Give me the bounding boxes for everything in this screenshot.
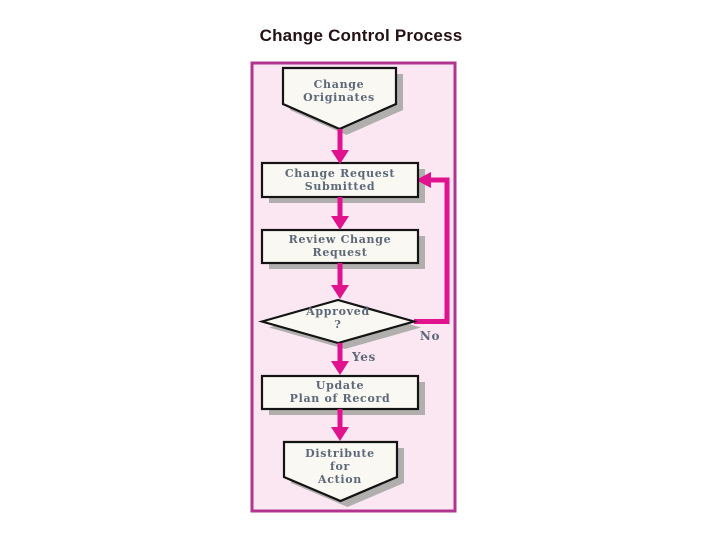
slide-title: Change Control Process xyxy=(259,26,463,45)
flow-arrowheads xyxy=(331,150,349,441)
no-edge-label: No xyxy=(419,329,441,343)
flowchart-shapes xyxy=(257,66,420,503)
arrowhead-5 xyxy=(331,427,349,441)
change-originates-label: Change Originates xyxy=(303,78,375,104)
arrowhead-4 xyxy=(331,361,349,375)
distribute-for-action-shape xyxy=(282,440,399,503)
distribute-for-action-label: Distribute for Action xyxy=(305,447,375,486)
update-plan-of-record-label: Update Plan of Record xyxy=(289,379,391,405)
approved-decision-shape xyxy=(257,298,419,345)
arrowhead-1 xyxy=(331,150,349,164)
flowchart-panel xyxy=(250,61,457,513)
no-feedback-arrowhead xyxy=(416,172,431,188)
review-change-request-shape xyxy=(260,228,420,265)
change-originates-shape xyxy=(281,66,398,131)
no-feedback-line xyxy=(414,177,450,324)
change-request-submitted-label: Change Request Submitted xyxy=(284,167,396,193)
no-feedback-edge xyxy=(414,172,450,324)
update-plan-of-record-shape xyxy=(260,374,420,411)
approved-decision-label: Approved ? xyxy=(306,305,370,331)
arrowhead-3 xyxy=(331,285,349,299)
review-change-request-label: Review Change Request xyxy=(288,233,392,259)
arrowhead-2 xyxy=(331,216,349,230)
yes-edge-label: Yes xyxy=(351,350,377,364)
